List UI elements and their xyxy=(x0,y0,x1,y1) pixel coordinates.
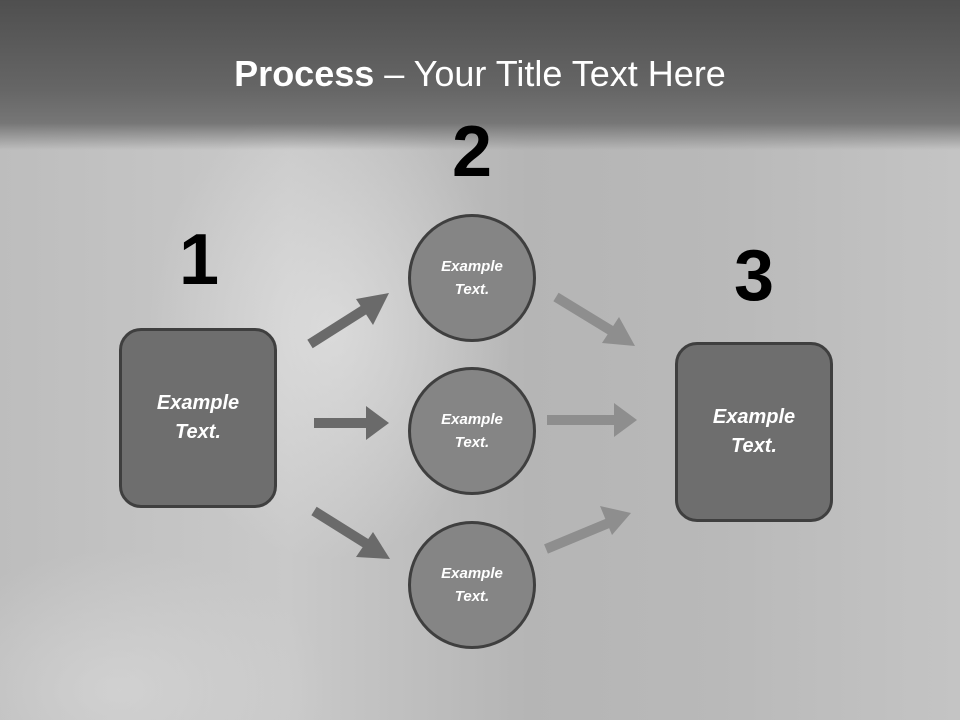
circle-bottom-text: Example Text. xyxy=(441,562,503,608)
title-bold: Process xyxy=(234,53,375,94)
step-3-text-line2: Text. xyxy=(731,435,777,457)
step-1-text-line2: Text. xyxy=(175,421,221,443)
step-1-box: Example Text. xyxy=(119,328,277,508)
step-2-circle-middle: Example Text. xyxy=(408,367,536,495)
step-number-2: 2 xyxy=(451,112,493,192)
step-1-text: Example Text. xyxy=(157,389,239,447)
circle-middle-text-line1: Example xyxy=(441,411,503,428)
circle-top-text-line1: Example xyxy=(441,258,503,275)
step-number-3: 3 xyxy=(733,236,775,316)
step-2-circle-top: Example Text. xyxy=(408,214,536,342)
step-2-circle-bottom: Example Text. xyxy=(408,521,536,649)
title-band xyxy=(0,0,960,150)
circle-top-text: Example Text. xyxy=(441,255,503,301)
title-dash: – xyxy=(374,53,414,94)
circle-bottom-text-line1: Example xyxy=(441,565,503,582)
arrow-left-up xyxy=(307,293,389,349)
page-title: Process – Your Title Text Here xyxy=(0,52,960,96)
arrow-left-middle xyxy=(314,406,389,440)
title-rest: Your Title Text Here xyxy=(413,53,726,94)
arrow-right-up xyxy=(553,292,635,346)
step-1-text-line1: Example xyxy=(156,392,240,414)
step-3-text-line1: Example xyxy=(712,406,796,428)
step-3-text: Example Text. xyxy=(713,403,795,461)
arrow-left-down xyxy=(311,506,390,559)
circle-middle-text: Example Text. xyxy=(441,408,503,454)
step-number-1: 1 xyxy=(178,220,220,300)
circle-bottom-text-line2: Text. xyxy=(454,588,490,605)
arrow-right-down xyxy=(544,506,631,554)
circle-middle-text-line2: Text. xyxy=(454,434,490,451)
circle-top-text-line2: Text. xyxy=(454,281,490,298)
arrow-right-middle xyxy=(547,403,637,437)
step-3-box: Example Text. xyxy=(675,342,833,522)
